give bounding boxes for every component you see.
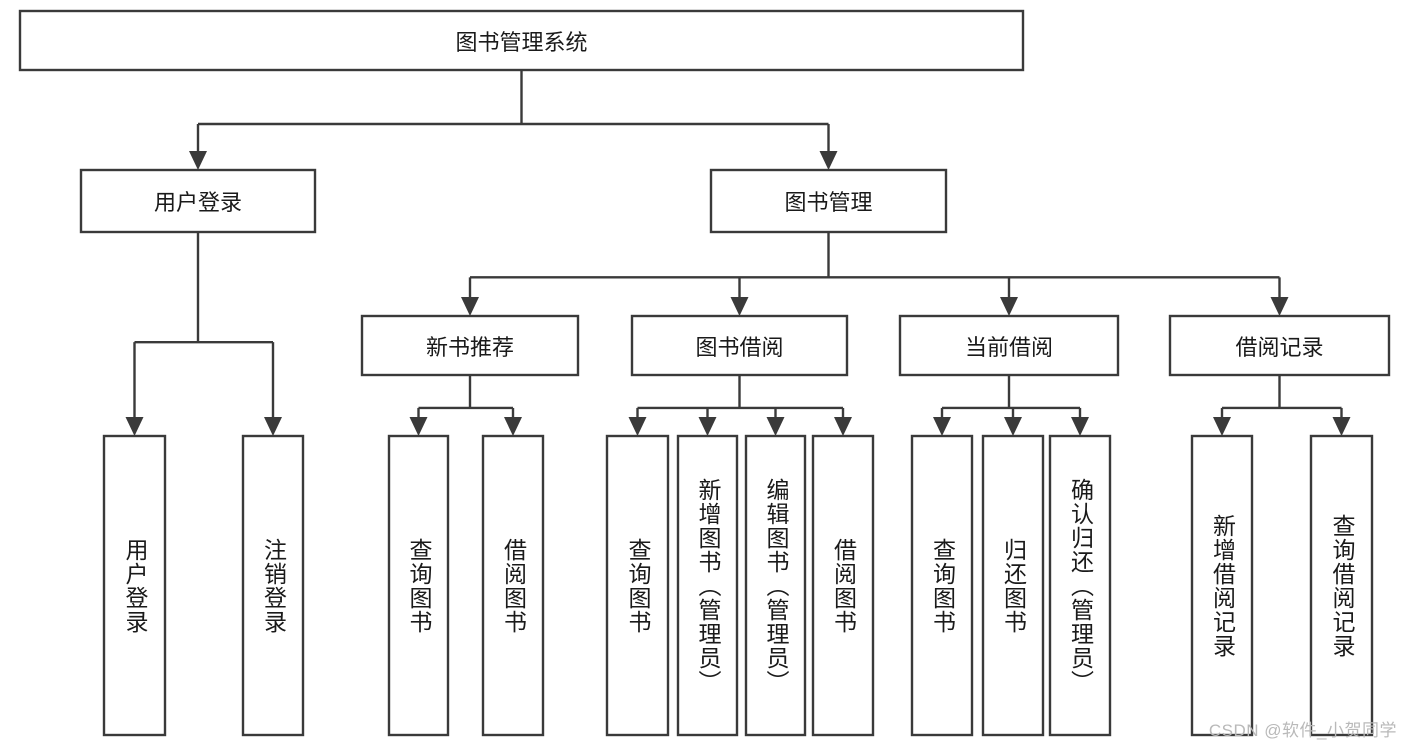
- node-box-leaf-confirm-return[interactable]: [1048, 434, 1112, 737]
- connector-layer: [125, 70, 1351, 436]
- node-label-leaf-borrow-book-rec: 借阅图书: [500, 537, 527, 634]
- node-label-leaf-query-record: 查询借阅记录: [1329, 513, 1355, 658]
- arrow-head-leaf-query-book-cur: [933, 417, 951, 436]
- node-label-leaf-add-record: 新增借阅记录: [1209, 513, 1236, 658]
- node-box-layer: [18, 9, 1391, 737]
- node-label-user-login: 用户登录: [153, 190, 242, 215]
- node-label-leaf-confirm-return: 确认归还（管理员）: [1067, 477, 1094, 694]
- node-box-leaf-add-book[interactable]: [676, 434, 739, 737]
- arrow-head-leaf-logout: [264, 417, 282, 436]
- node-box-leaf-query-record[interactable]: [1309, 434, 1374, 737]
- arrow-head-leaf-edit-book: [766, 417, 785, 436]
- node-box-leaf-add-record[interactable]: [1190, 434, 1254, 737]
- node-label-leaf-edit-book: 编辑图书（管理员）: [763, 477, 789, 694]
- arrow-head-book-borrow: [730, 297, 749, 316]
- arrow-head-leaf-borrow-book-rec: [504, 417, 522, 436]
- arrow-head-current-borrow: [1000, 297, 1018, 316]
- node-box-borrow-record[interactable]: [1168, 314, 1391, 377]
- node-box-leaf-edit-book[interactable]: [744, 434, 807, 737]
- node-label-leaf-query-book-rec: 查询图书: [406, 537, 432, 634]
- node-label-leaf-user-login: 用户登录: [122, 537, 148, 634]
- node-label-leaf-query-book-borrow: 查询图书: [625, 537, 651, 634]
- node-box-current-borrow[interactable]: [898, 314, 1120, 377]
- node-box-book-manage[interactable]: [709, 168, 948, 234]
- node-box-leaf-user-login[interactable]: [102, 434, 167, 737]
- arrow-head-leaf-add-record: [1213, 417, 1231, 436]
- node-box-leaf-logout[interactable]: [241, 434, 305, 737]
- arrow-head-leaf-query-record: [1332, 417, 1351, 436]
- node-box-leaf-borrow-book[interactable]: [811, 434, 875, 737]
- arrow-head-leaf-confirm-return: [1071, 417, 1089, 436]
- node-box-leaf-borrow-book-rec[interactable]: [481, 434, 545, 737]
- node-label-new-book-recommend: 新书推荐: [425, 334, 514, 360]
- node-label-leaf-query-book-cur: 查询图书: [929, 537, 956, 634]
- node-box-leaf-return-book[interactable]: [981, 434, 1045, 737]
- node-label-book-manage: 图书管理: [784, 190, 873, 215]
- arrow-head-borrow-record: [1270, 297, 1289, 316]
- arrow-head-leaf-user-login: [125, 417, 144, 436]
- arrow-head-leaf-add-book: [698, 417, 717, 436]
- node-box-leaf-query-book-cur[interactable]: [910, 434, 974, 737]
- arrow-head-new-book-recommend: [461, 297, 479, 316]
- arrow-head-leaf-query-book-borrow: [628, 417, 647, 436]
- node-box-user-login[interactable]: [79, 168, 317, 234]
- node-box-leaf-query-book-rec[interactable]: [387, 434, 450, 737]
- node-label-leaf-logout: 注销登录: [260, 537, 287, 634]
- arrow-head-leaf-return-book: [1004, 417, 1022, 436]
- node-box-book-borrow[interactable]: [630, 314, 849, 377]
- arrow-head-leaf-query-book-rec: [409, 417, 428, 436]
- node-label-book-borrow: 图书借阅: [695, 334, 784, 360]
- node-label-borrow-record: 借阅记录: [1235, 334, 1324, 360]
- node-box-root[interactable]: [18, 9, 1025, 72]
- arrow-head-book-manage: [819, 151, 838, 170]
- node-label-leaf-borrow-book: 借阅图书: [830, 537, 857, 634]
- node-box-leaf-query-book-borrow[interactable]: [605, 434, 670, 737]
- node-label-leaf-return-book: 归还图书: [1000, 537, 1027, 634]
- arrow-head-user-login: [189, 151, 207, 170]
- node-label-leaf-add-book: 新增图书（管理员）: [695, 477, 721, 694]
- node-label-current-borrow: 当前借阅: [964, 334, 1053, 360]
- node-box-new-book-recommend[interactable]: [360, 314, 580, 377]
- node-label-root: 图书管理系统: [455, 29, 588, 55]
- arrow-head-leaf-borrow-book: [834, 417, 852, 436]
